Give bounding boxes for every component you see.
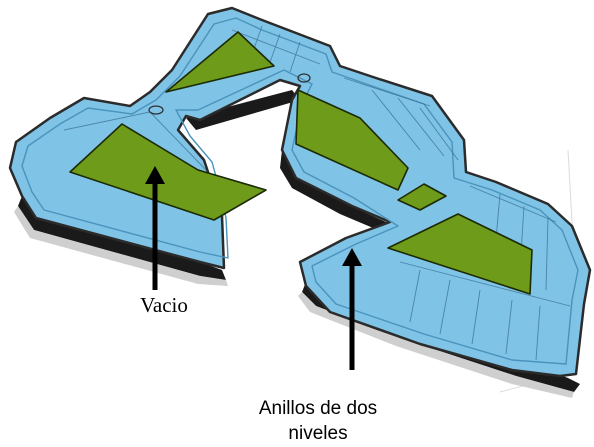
- rings-arrow-head: [342, 248, 362, 266]
- partition-line: [419, 107, 459, 161]
- void-north: [165, 31, 275, 93]
- partition-line: [469, 185, 557, 223]
- void-arrow-head: [145, 166, 165, 184]
- partition-line: [149, 111, 207, 171]
- partition-line: [397, 97, 445, 157]
- partition-line: [63, 111, 151, 131]
- partition-line: [289, 41, 301, 73]
- west-slab-shadow: [18, 196, 226, 280]
- rings-arrow: [342, 248, 362, 370]
- stair-cores: [148, 73, 311, 115]
- east-slab-edge: [298, 292, 574, 398]
- partition-line: [545, 217, 549, 291]
- partition-line: [371, 89, 421, 151]
- void-east: [387, 213, 533, 295]
- partition-line: [231, 29, 321, 65]
- void-arrow: [145, 166, 165, 290]
- void-central: [295, 89, 409, 191]
- annotation-arrows: [145, 166, 362, 370]
- void-west: [69, 123, 267, 221]
- void-small: [397, 183, 447, 211]
- stair-core-icon: [148, 105, 164, 115]
- partition-line: [535, 305, 541, 361]
- partition-line: [505, 299, 513, 355]
- partition-line: [409, 269, 421, 323]
- courtyard-gap-shadow: [280, 150, 392, 236]
- west-slab-edge: [14, 206, 228, 286]
- partition-line: [399, 261, 571, 307]
- rings-label-line-2: niveles: [288, 423, 347, 444]
- void-areas: [69, 31, 533, 295]
- stair-core-icon: [297, 73, 311, 83]
- partition-line: [471, 289, 481, 345]
- ring-inner-rim: [21, 17, 579, 365]
- slab-edges: [14, 206, 574, 398]
- central-gap-shadow: [186, 90, 300, 130]
- partition-line: [439, 279, 451, 335]
- void-label: Vacio: [140, 293, 188, 317]
- partition-line: [343, 77, 431, 107]
- rings-label-line-1: Anillos de dos: [259, 398, 377, 419]
